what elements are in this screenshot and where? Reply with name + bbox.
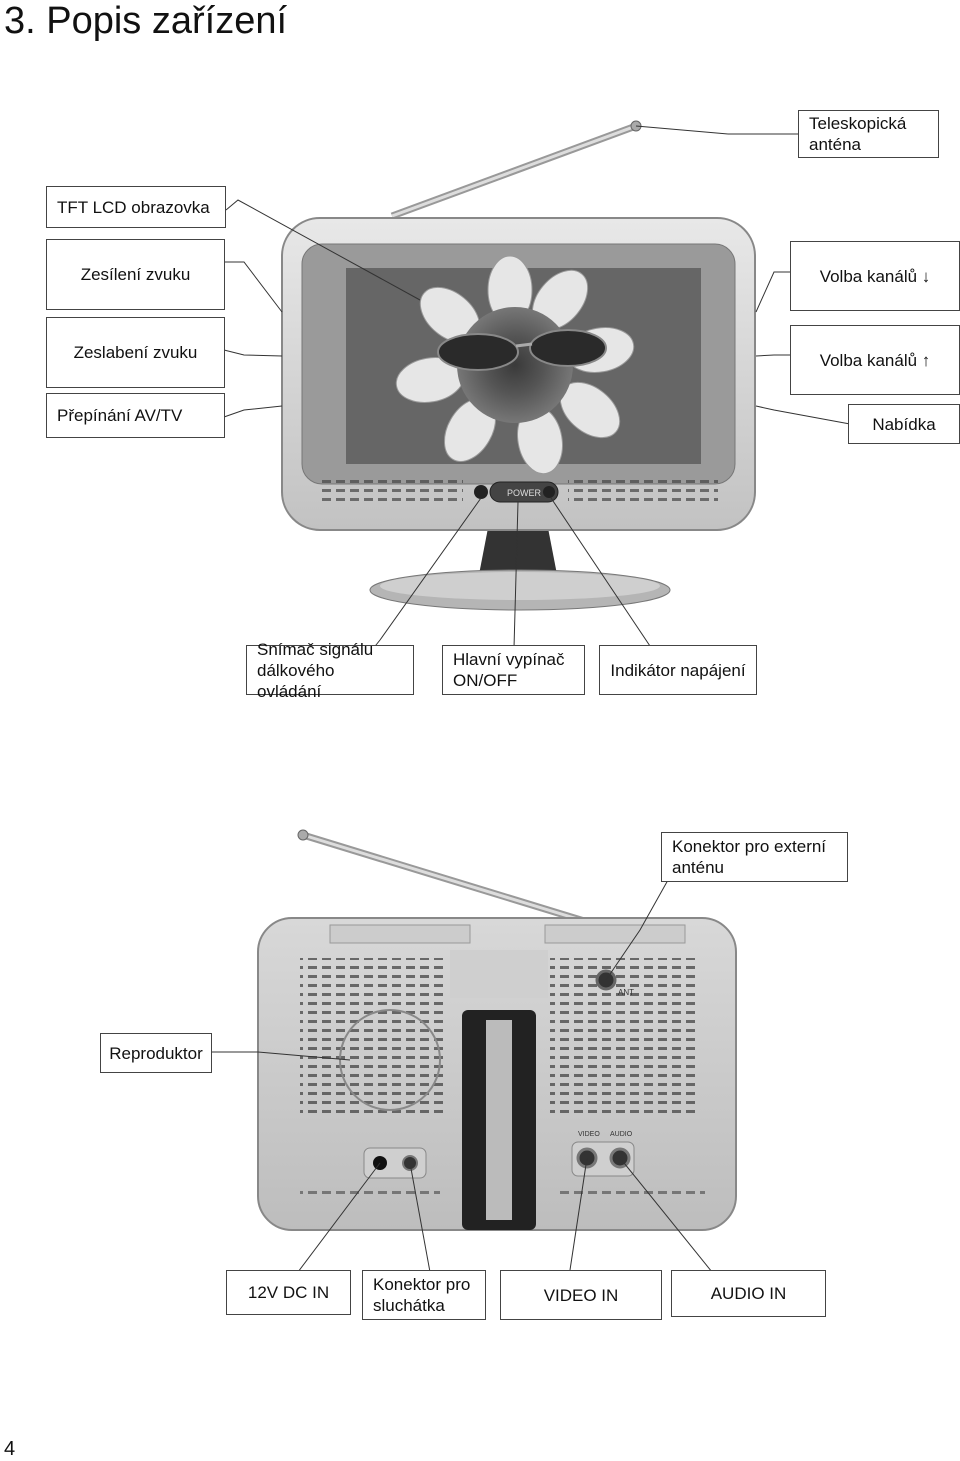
page-number: 4 xyxy=(4,1438,16,1460)
label-audio-in: AUDIO IN xyxy=(671,1270,826,1317)
stand xyxy=(369,528,671,611)
label-volume-up: Zesílení zvuku xyxy=(46,239,225,310)
label-text: Reproduktor xyxy=(109,1043,203,1063)
ant-print: ANT xyxy=(618,988,634,997)
label-line: Teleskopická xyxy=(809,114,907,133)
label-line: dálkového ovládání xyxy=(257,660,335,701)
label-text: Přepínání AV/TV xyxy=(57,406,183,425)
label-ir-sensor: Snímač signálu dálkového ovládání xyxy=(246,640,414,701)
label-line: Konektor pro externí xyxy=(672,837,827,856)
lcd-screen xyxy=(346,255,701,475)
label-text: Indikátor napájení xyxy=(610,660,746,680)
label-dc-in: 12V DC IN xyxy=(226,1270,351,1315)
label-headphones: Konektor pro sluchátka xyxy=(362,1270,486,1320)
label-line: ON/OFF xyxy=(453,671,518,690)
label-line: Hlavní vypínač xyxy=(453,650,565,669)
telescopic-antenna xyxy=(390,120,642,220)
label-text: Volba kanálů ↓ xyxy=(819,266,931,286)
label-text: Zesílení zvuku xyxy=(80,265,191,284)
label-channel-down: Volba kanálů ↓ xyxy=(790,241,960,311)
label-speaker: Reproduktor xyxy=(100,1033,212,1073)
label-line: anténu xyxy=(672,858,724,877)
front-view: POWER xyxy=(223,120,851,656)
label-line: Snímač signálu xyxy=(257,639,374,659)
label-text: Zeslabení zvuku xyxy=(73,343,198,362)
back-view: ANT VIDEO AUDIO xyxy=(212,829,737,1273)
label-volume-down: Zeslabení zvuku xyxy=(46,317,225,388)
label-video-in: VIDEO IN xyxy=(500,1270,662,1320)
label-power-indicator: Indikátor napájení xyxy=(599,645,757,695)
power-button-print: POWER xyxy=(507,488,542,498)
label-line: sluchátka xyxy=(373,1296,445,1315)
label-av-tv: Přepínání AV/TV xyxy=(46,393,225,438)
label-tft-lcd: TFT LCD obrazovka xyxy=(46,186,226,228)
label-text: Nabídka xyxy=(872,414,936,434)
label-ext-antenna: Konektor pro externí anténu xyxy=(661,832,848,882)
label-telescopic-antenna: Teleskopická anténa xyxy=(798,110,939,158)
label-channel-up: Volba kanálů ↑ xyxy=(790,325,960,395)
label-text: 12V DC IN xyxy=(247,1283,330,1302)
label-line: Konektor pro xyxy=(373,1275,471,1294)
label-power-switch: Hlavní vypínač ON/OFF xyxy=(442,645,585,695)
ir-sensor-icon xyxy=(474,485,488,499)
page-title: 3. Popis zařízení xyxy=(4,0,288,42)
label-text: TFT LCD obrazovka xyxy=(57,197,210,217)
power-led-icon xyxy=(543,486,555,498)
label-text: AUDIO IN xyxy=(710,1284,787,1303)
label-line: anténa xyxy=(809,135,861,154)
video-print: VIDEO xyxy=(578,1131,600,1138)
audio-print: AUDIO xyxy=(610,1131,633,1138)
label-text: Volba kanálů ↑ xyxy=(819,350,931,370)
label-text: VIDEO IN xyxy=(543,1285,619,1305)
label-menu: Nabídka xyxy=(848,404,960,444)
